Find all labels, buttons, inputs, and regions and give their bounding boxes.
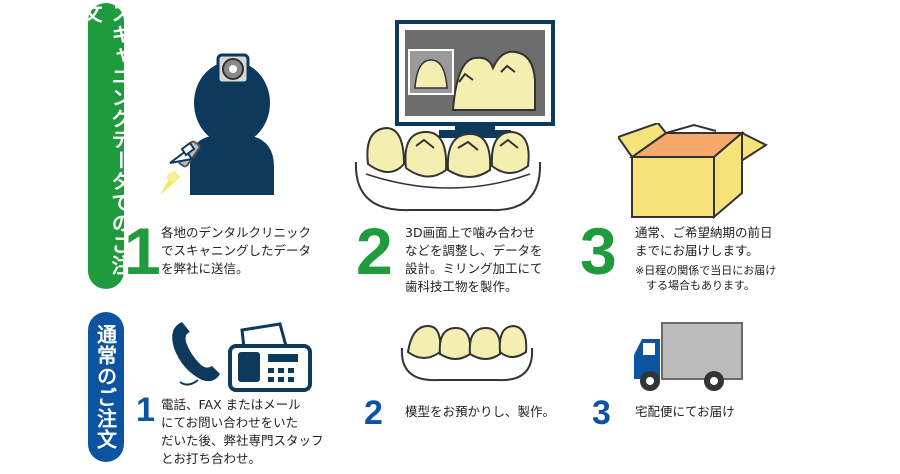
teeth-model-small-icon: [400, 324, 534, 382]
clinician-scanning-icon: [160, 53, 274, 195]
phone-fax-icon: [172, 322, 312, 392]
step-description: 模型をお預かりし、製作。: [405, 404, 556, 419]
step-number: 1: [136, 391, 155, 429]
teeth-model-icon: [354, 126, 542, 212]
step-description: 3D画面上で噛み合わせ などを調整し、データを 設計。ミリング加工にて 歯科技工…: [405, 225, 543, 294]
step-description: 宅配便にてお届け: [635, 404, 735, 419]
step-number: 3: [592, 394, 611, 432]
step-number: 2: [356, 214, 393, 288]
delivery-truck-icon: [634, 322, 743, 391]
step-description: 各地のデンタルクリニック でスキャニングしたデータ を弊社に送信。: [161, 225, 312, 276]
section-title-scan: スキャニングデータでのご注文: [79, 3, 132, 276]
step-number: 2: [364, 394, 383, 432]
step-description: 通常、ご希望納期の前日 までにお届けします。: [635, 225, 773, 258]
section-title-normal: 通常のご注文: [93, 324, 118, 450]
section-label-scan-order: スキャニングデータでのご注文: [79, 3, 132, 289]
step-number: 1: [124, 214, 161, 288]
section-label-normal-order: 通常のご注文: [88, 312, 124, 462]
step-note: ※日程の関係で当日にお届け する場合もあります。: [635, 264, 777, 292]
delivery-box-icon: [618, 123, 768, 220]
step-number: 3: [580, 214, 617, 288]
step-description: 電話、FAX またはメール にてお問い合わせをいた だいた後、弊社専門スタッフ …: [161, 397, 324, 466]
monitor-3d-design-icon: [395, 20, 555, 138]
